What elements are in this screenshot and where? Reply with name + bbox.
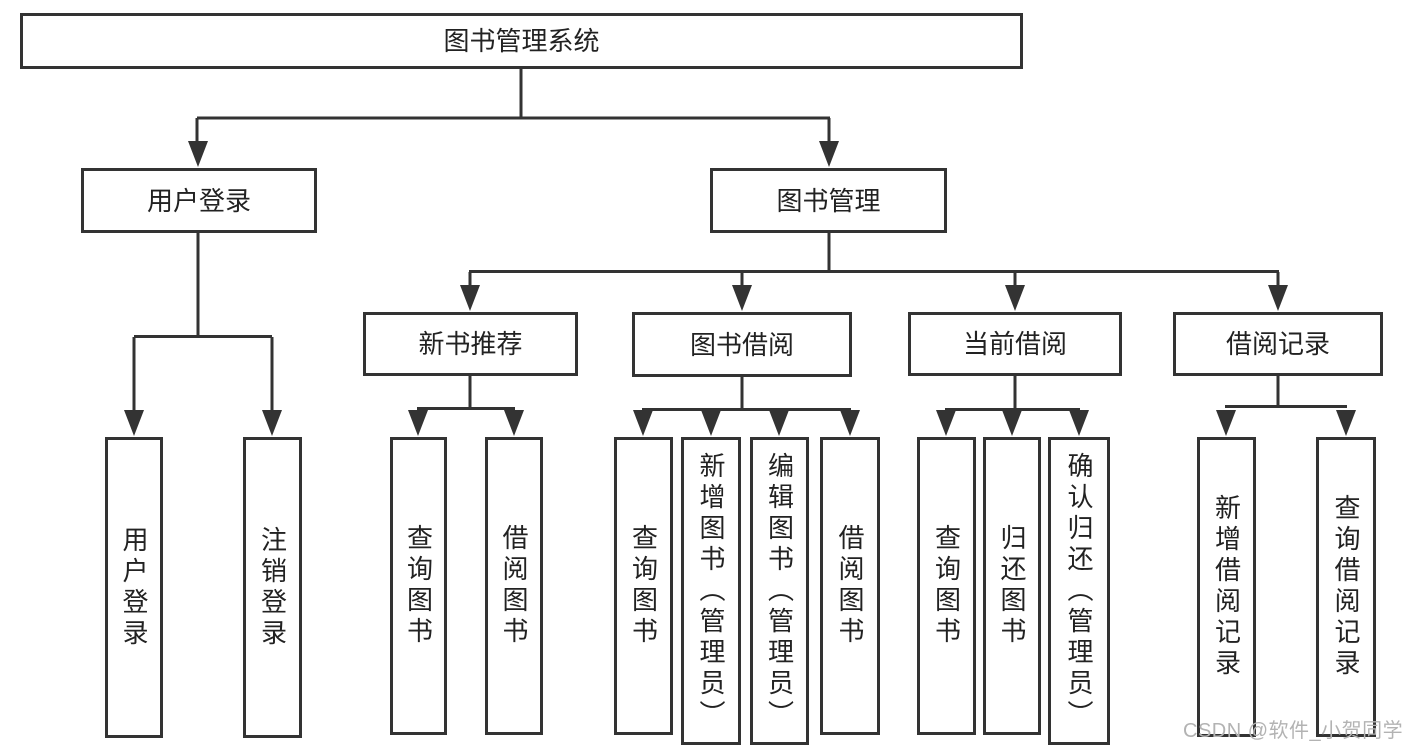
node-borrow-record-label: 借阅记录 [1225,329,1330,359]
leaf-borrow-book-1-label: 借阅图书 [499,524,529,648]
node-current-borrow: 当前借阅 [908,312,1122,376]
connector-path [132,69,1347,416]
leaf-confirm-return-admin-label: 确认归还（管理员） [1064,451,1094,731]
leaf-add-book-admin-label: 新增图书（管理员） [696,451,726,731]
node-user-login: 用户登录 [81,168,317,233]
leaf-add-borrow-record: 新增借阅记录 [1197,437,1256,737]
leaf-query-borrow-record: 查询借阅记录 [1316,437,1376,737]
leaf-query-borrow-record-label: 查询借阅记录 [1331,494,1361,680]
leaf-query-books-1-label: 查询图书 [403,524,434,648]
node-new-book-recommend-label: 新书推荐 [418,329,523,359]
leaf-edit-book-admin: 编辑图书（管理员） [750,437,809,745]
leaf-return-book-label: 归还图书 [997,524,1027,648]
leaf-query-books-3: 查询图书 [917,437,976,735]
leaf-return-book: 归还图书 [983,437,1041,735]
leaf-edit-book-admin-label: 编辑图书（管理员） [764,451,795,731]
leaf-query-books-3-label: 查询图书 [931,524,962,648]
arrowheads [124,141,1356,436]
leaf-borrow-book-1: 借阅图书 [485,437,543,735]
node-book-borrow: 图书借阅 [632,312,852,377]
node-user-login-label: 用户登录 [146,185,251,216]
leaf-user-login: 用户登录 [105,437,163,738]
node-current-borrow-label: 当前借阅 [962,329,1067,359]
leaf-user-login-label: 用户登录 [119,525,149,650]
node-borrow-record: 借阅记录 [1173,312,1383,376]
leaf-query-books-2: 查询图书 [614,437,673,735]
leaf-logout-label: 注销登录 [257,525,288,650]
leaf-add-book-admin: 新增图书（管理员） [681,437,741,745]
leaf-borrow-book-2: 借阅图书 [820,437,880,735]
node-book-management-label: 图书管理 [776,185,881,216]
leaf-add-borrow-record-label: 新增借阅记录 [1211,494,1242,680]
node-new-book-recommend: 新书推荐 [363,312,578,376]
watermark: CSDN @软件_小贺同学 [1183,720,1404,742]
leaf-query-books-2-label: 查询图书 [628,524,659,648]
node-book-borrow-label: 图书借阅 [689,329,794,360]
node-root-label: 图书管理系统 [443,26,600,56]
node-root: 图书管理系统 [20,13,1023,69]
leaf-borrow-book-2-label: 借阅图书 [835,524,865,648]
leaf-logout: 注销登录 [243,437,302,738]
leaf-query-books-1: 查询图书 [390,437,447,735]
node-book-management: 图书管理 [710,168,947,233]
leaf-confirm-return-admin: 确认归还（管理员） [1048,437,1110,745]
